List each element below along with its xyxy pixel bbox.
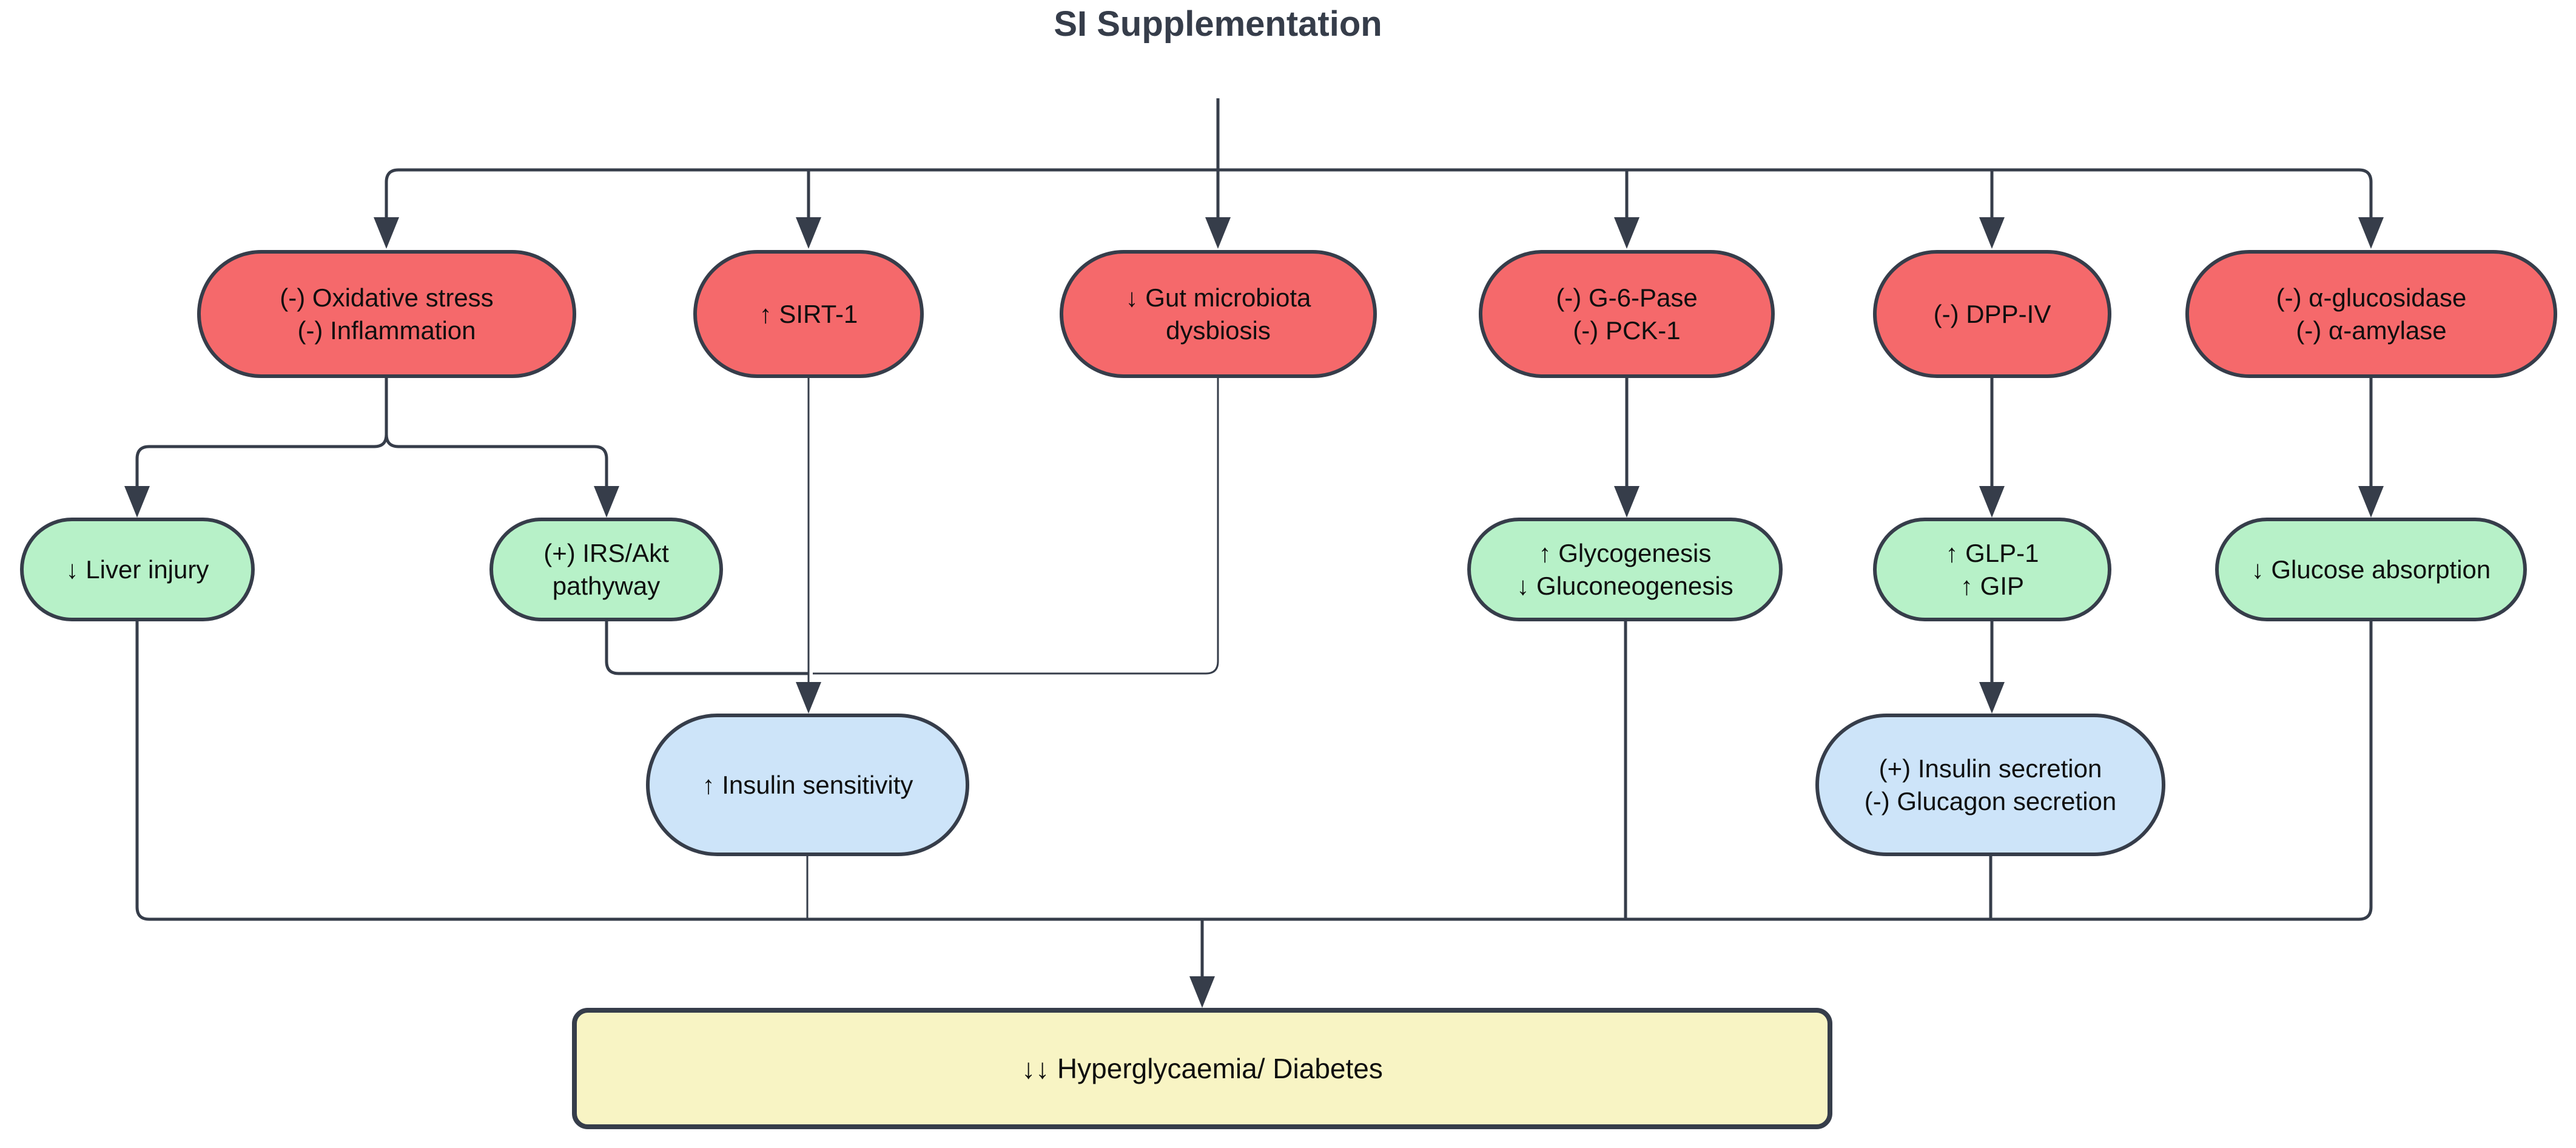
node-glp1-gip: ↑ GLP-1 ↑ GIP xyxy=(1873,518,2111,621)
node-label: dysbiosis xyxy=(1166,316,1271,345)
node-gut-microbiota: ↓ Gut microbiota dysbiosis xyxy=(1060,250,1377,378)
node-g6pase-pck1: (-) G-6-Pase (-) PCK-1 xyxy=(1479,250,1775,378)
node-glucose-absorption: ↓ Glucose absorption xyxy=(2215,518,2527,621)
node-label: (-) Oxidative stress xyxy=(280,283,494,312)
arrowhead xyxy=(1205,217,1231,249)
arrowhead xyxy=(1979,682,2005,714)
node-label: ↑ Glycogenesis xyxy=(1538,538,1712,567)
node-label: ↓ Gluconeogenesis xyxy=(1516,571,1734,600)
node-label: (+) IRS/Akt xyxy=(543,538,669,567)
edge-irsakt-merge xyxy=(605,621,809,675)
node-label: ↓↓ Hyperglycaemia/ Diabetes xyxy=(1021,1052,1383,1084)
node-irs-akt: (+) IRS/Akt pathyway xyxy=(489,518,723,621)
node-label: (+) Insulin secretion xyxy=(1878,754,2102,783)
arrowhead xyxy=(1189,976,1215,1008)
node-label: (-) G-6-Pase xyxy=(1556,283,1698,312)
node-label: pathyway xyxy=(552,571,661,600)
node-dpp-iv: (-) DPP-IV xyxy=(1873,250,2111,378)
arrowhead xyxy=(1979,217,2005,249)
node-label: (-) Inflammation xyxy=(297,316,476,345)
node-liver-injury: ↓ Liver injury xyxy=(20,518,255,621)
node-insulin-sensitivity: ↑ Insulin sensitivity xyxy=(646,714,969,856)
node-glycogenesis: ↑ Glycogenesis ↓ Gluconeogenesis xyxy=(1467,518,1783,621)
node-label: (-) DPP-IV xyxy=(1933,299,2051,328)
arrowhead xyxy=(374,217,399,249)
arrowhead xyxy=(796,682,821,714)
node-label: ↑ GIP xyxy=(1960,571,2025,600)
arrowhead xyxy=(1979,486,2005,518)
node-label: (-) PCK-1 xyxy=(1573,316,1681,345)
arrowheads xyxy=(124,217,2384,1008)
node-outcome-hyperglycaemia: ↓↓ Hyperglycaemia/ Diabetes xyxy=(572,1008,1832,1129)
node-label: ↓ Liver injury xyxy=(66,555,209,584)
node-label: (-) α-amylase xyxy=(2296,316,2447,345)
node-label: ↑ SIRT-1 xyxy=(759,299,858,328)
edge-oxidative-to-irsakt xyxy=(385,434,608,488)
edge-oxidative-to-liver xyxy=(135,378,388,488)
edge-gutmicrobiota-merge xyxy=(813,378,1219,675)
edge-bottom-bus xyxy=(135,621,2373,921)
node-label: (-) α-glucosidase xyxy=(2276,283,2467,312)
node-label: ↓ Glucose absorption xyxy=(2251,555,2491,584)
node-label: ↑ Insulin sensitivity xyxy=(702,770,913,799)
arrowhead xyxy=(2358,217,2384,249)
node-label: (-) Glucagon secretion xyxy=(1864,786,2117,815)
node-label: ↑ GLP-1 xyxy=(1945,538,2039,567)
arrowhead xyxy=(1614,217,1639,249)
edge-top-bus xyxy=(385,168,2373,222)
node-label: ↓ Gut microbiota xyxy=(1125,283,1311,312)
node-insulin-glucagon-secretion: (+) Insulin secretion (-) Glucagon secre… xyxy=(1815,714,2165,856)
diagram-title: SI Supplementation xyxy=(1054,4,1382,44)
arrowhead xyxy=(594,486,619,518)
arrowhead xyxy=(124,486,150,518)
arrowhead xyxy=(2358,486,2384,518)
node-oxidative-inflammation: (-) Oxidative stress (-) Inflammation xyxy=(197,250,576,378)
arrowhead xyxy=(1614,486,1639,518)
node-glucosidase-amylase: (-) α-glucosidase (-) α-amylase xyxy=(2185,250,2557,378)
node-sirt1: ↑ SIRT-1 xyxy=(693,250,924,378)
arrowhead xyxy=(796,217,821,249)
